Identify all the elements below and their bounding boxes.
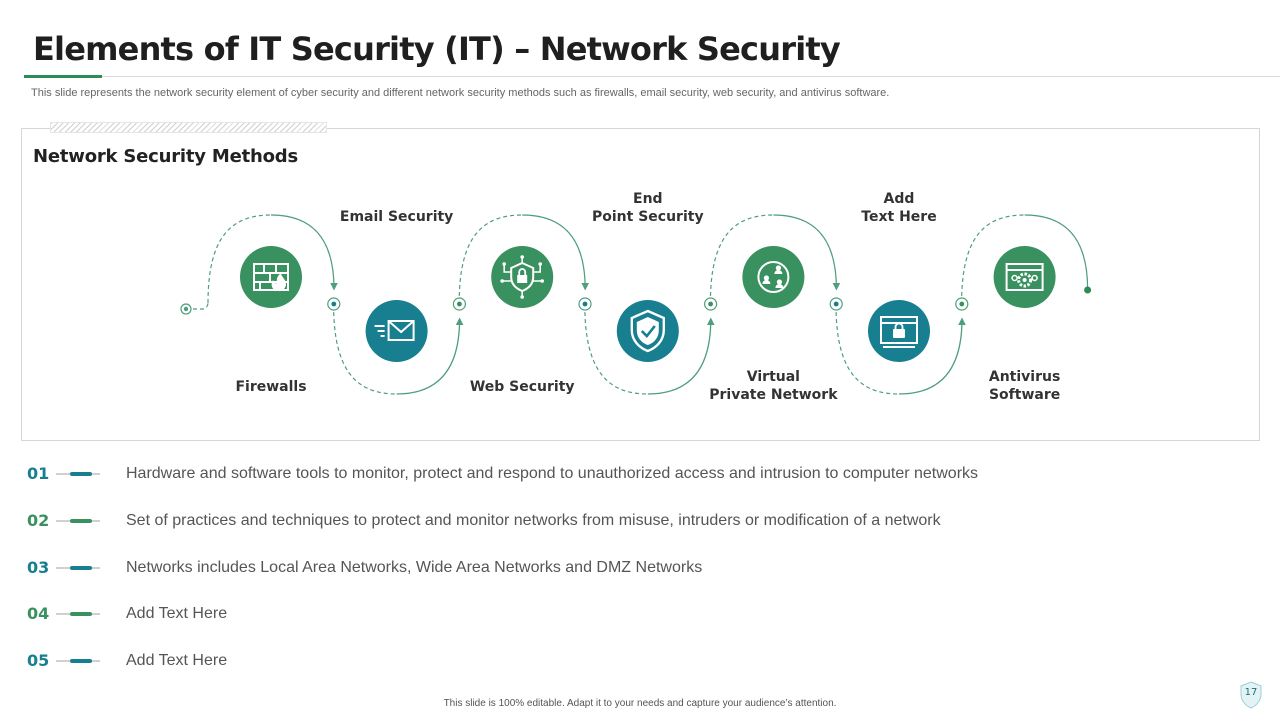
step-label-line: Email Security [339,209,454,225]
flow-junction-dot [959,301,965,307]
step-label: Firewalls [196,378,346,396]
step-browser-gear-icon [993,246,1056,308]
point-text: Add Text Here [126,652,228,670]
point-item: 04 Add Text Here [0,600,1280,630]
flow-arc-dashed [584,304,648,395]
flow-arcs [180,214,1092,395]
flow-arc-dashed [207,214,272,304]
flow-arc-solid [396,317,464,395]
step-label-line: Virtual [746,369,800,385]
point-text: Set of practices and techniques to prote… [126,511,941,529]
slide-subtitle: This slide represents the network securi… [31,87,890,99]
point-item: 05 Add Text Here [0,647,1280,677]
panel-title: Network Security Methods [33,146,298,167]
flow-arc-dashed [961,214,1025,304]
browser-lock-icon [880,316,918,348]
flow-arc-solid [270,214,338,291]
title-divider [24,76,1280,77]
point-item: 03 Networks includes Local Area Networks,… [0,554,1280,584]
flow-arc-solid [898,317,966,395]
step-label-line: End [633,191,663,207]
step-label: Web Security [447,378,597,396]
flow-arc-solid [647,317,715,395]
step-label-line: Web Security [469,379,575,395]
step-web-security-lock-icon [491,246,554,308]
point-text: Networks includes Local Area Networks, W… [126,558,703,576]
flow-arc-dashed [835,304,900,395]
point-item: 01 Hardware and software tools to monitor… [0,460,1280,490]
step-browser-lock-icon [868,300,930,362]
page-number: 17 [1244,687,1258,698]
step-label-line: Private Network [709,387,838,403]
page-badge-shield-icon [1240,681,1262,709]
shield-check-icon [630,309,665,353]
flow-arc-dashed [333,304,397,395]
flow-arc-dashed [458,214,523,304]
point-text: Hardware and software tools to monitor, … [126,465,979,482]
flow-start-dot [183,306,189,312]
flow-arc-solid [773,214,841,291]
point-accent-dash [70,612,92,617]
step-shield-check-icon [616,300,679,362]
flow-junction-dot [331,301,337,307]
point-accent-dash [70,472,92,476]
point-number: 03 [27,557,50,577]
flow-junction-dot [833,301,839,307]
step-label-line: Point Security [592,209,704,225]
step-label: Email Security [322,208,472,226]
slide-title: Elements of IT Security (IT) – Network S… [33,30,841,68]
decorative-hatch [50,122,327,133]
flow-arc-solid [1024,214,1089,290]
network-users-icon [757,261,790,293]
step-circle [742,246,805,308]
point-accent-dash [70,518,92,523]
point-accent-dash [70,565,92,570]
point-number: 02 [27,510,50,530]
step-circle [993,246,1056,308]
flow-arc-dashed [709,214,774,304]
point-accent-dash [70,659,92,664]
step-label-line: Antivirus [988,369,1061,385]
browser-gear-icon [1005,263,1044,291]
flow-start-line [186,302,209,310]
flow-junction-dot [708,301,713,307]
point-item: 02 Set of practices and techniques to pro… [0,507,1280,537]
step-circle [365,300,428,362]
step-network-users-icon [742,246,805,308]
flow-arc-solid [522,214,590,291]
point-number: 04 [27,604,50,624]
footer-note: This slide is 100% editable. Adapt it to… [443,698,837,709]
title-accent-bar [24,75,102,78]
step-firewall-icon [240,246,302,308]
point-number: 05 [27,651,50,671]
step-label-line: Software [988,387,1061,403]
flow-end-dot [1084,286,1092,294]
point-text: Add Text Here [126,605,228,623]
flow-junction-dot [457,301,462,307]
point-number: 01 [27,464,50,483]
flow-junction-dot [582,301,588,307]
step-label-line: Firewalls [235,379,307,395]
firewall-icon [253,263,289,291]
step-label-line: Add [883,191,915,207]
web-security-lock-icon [500,255,544,299]
step-label-line: Text Here [861,209,937,225]
step-email-icon [365,300,428,362]
email-icon [374,320,415,341]
